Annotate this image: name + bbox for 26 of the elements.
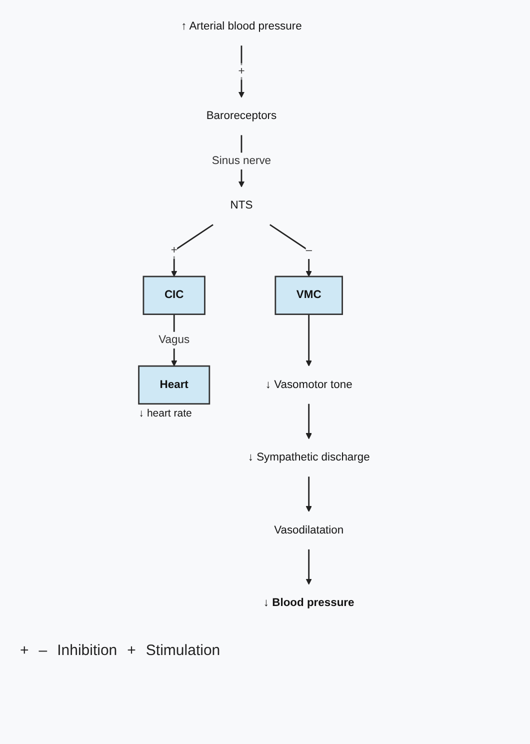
node-text: NTS — [230, 200, 253, 212]
arrow — [306, 404, 312, 440]
arrow — [306, 549, 312, 585]
edge-label: Sinus nerve — [212, 154, 272, 167]
node-text: Baroreceptors — [206, 110, 277, 122]
node-caption: ↓ heart rate — [138, 408, 192, 420]
note-text: + — [20, 642, 29, 659]
arrow — [306, 314, 312, 366]
arrow — [270, 224, 312, 277]
node-box: Heart — [138, 365, 210, 405]
edge-label: + — [171, 244, 178, 256]
node-text: ↓ Blood pressure — [264, 596, 354, 609]
note-text: + — [127, 642, 136, 659]
node-text: ↓ Vasomotor tone — [266, 378, 352, 391]
note-text: Stimulation — [146, 642, 220, 659]
node-text: ↓ Sympathetic discharge — [248, 451, 370, 464]
arrow — [306, 476, 312, 512]
node-box: VMC — [274, 276, 344, 315]
note-text: – — [38, 642, 48, 659]
node-text: ↑ Arterial blood pressure — [181, 20, 302, 32]
node-text: Vasodilatation — [274, 524, 344, 536]
edge-label: Vagus — [158, 334, 190, 346]
edge-label: – — [306, 244, 312, 256]
node-box: CIC — [142, 276, 206, 315]
note-text: Inhibition — [57, 642, 118, 659]
edge-label: + — [238, 65, 245, 78]
